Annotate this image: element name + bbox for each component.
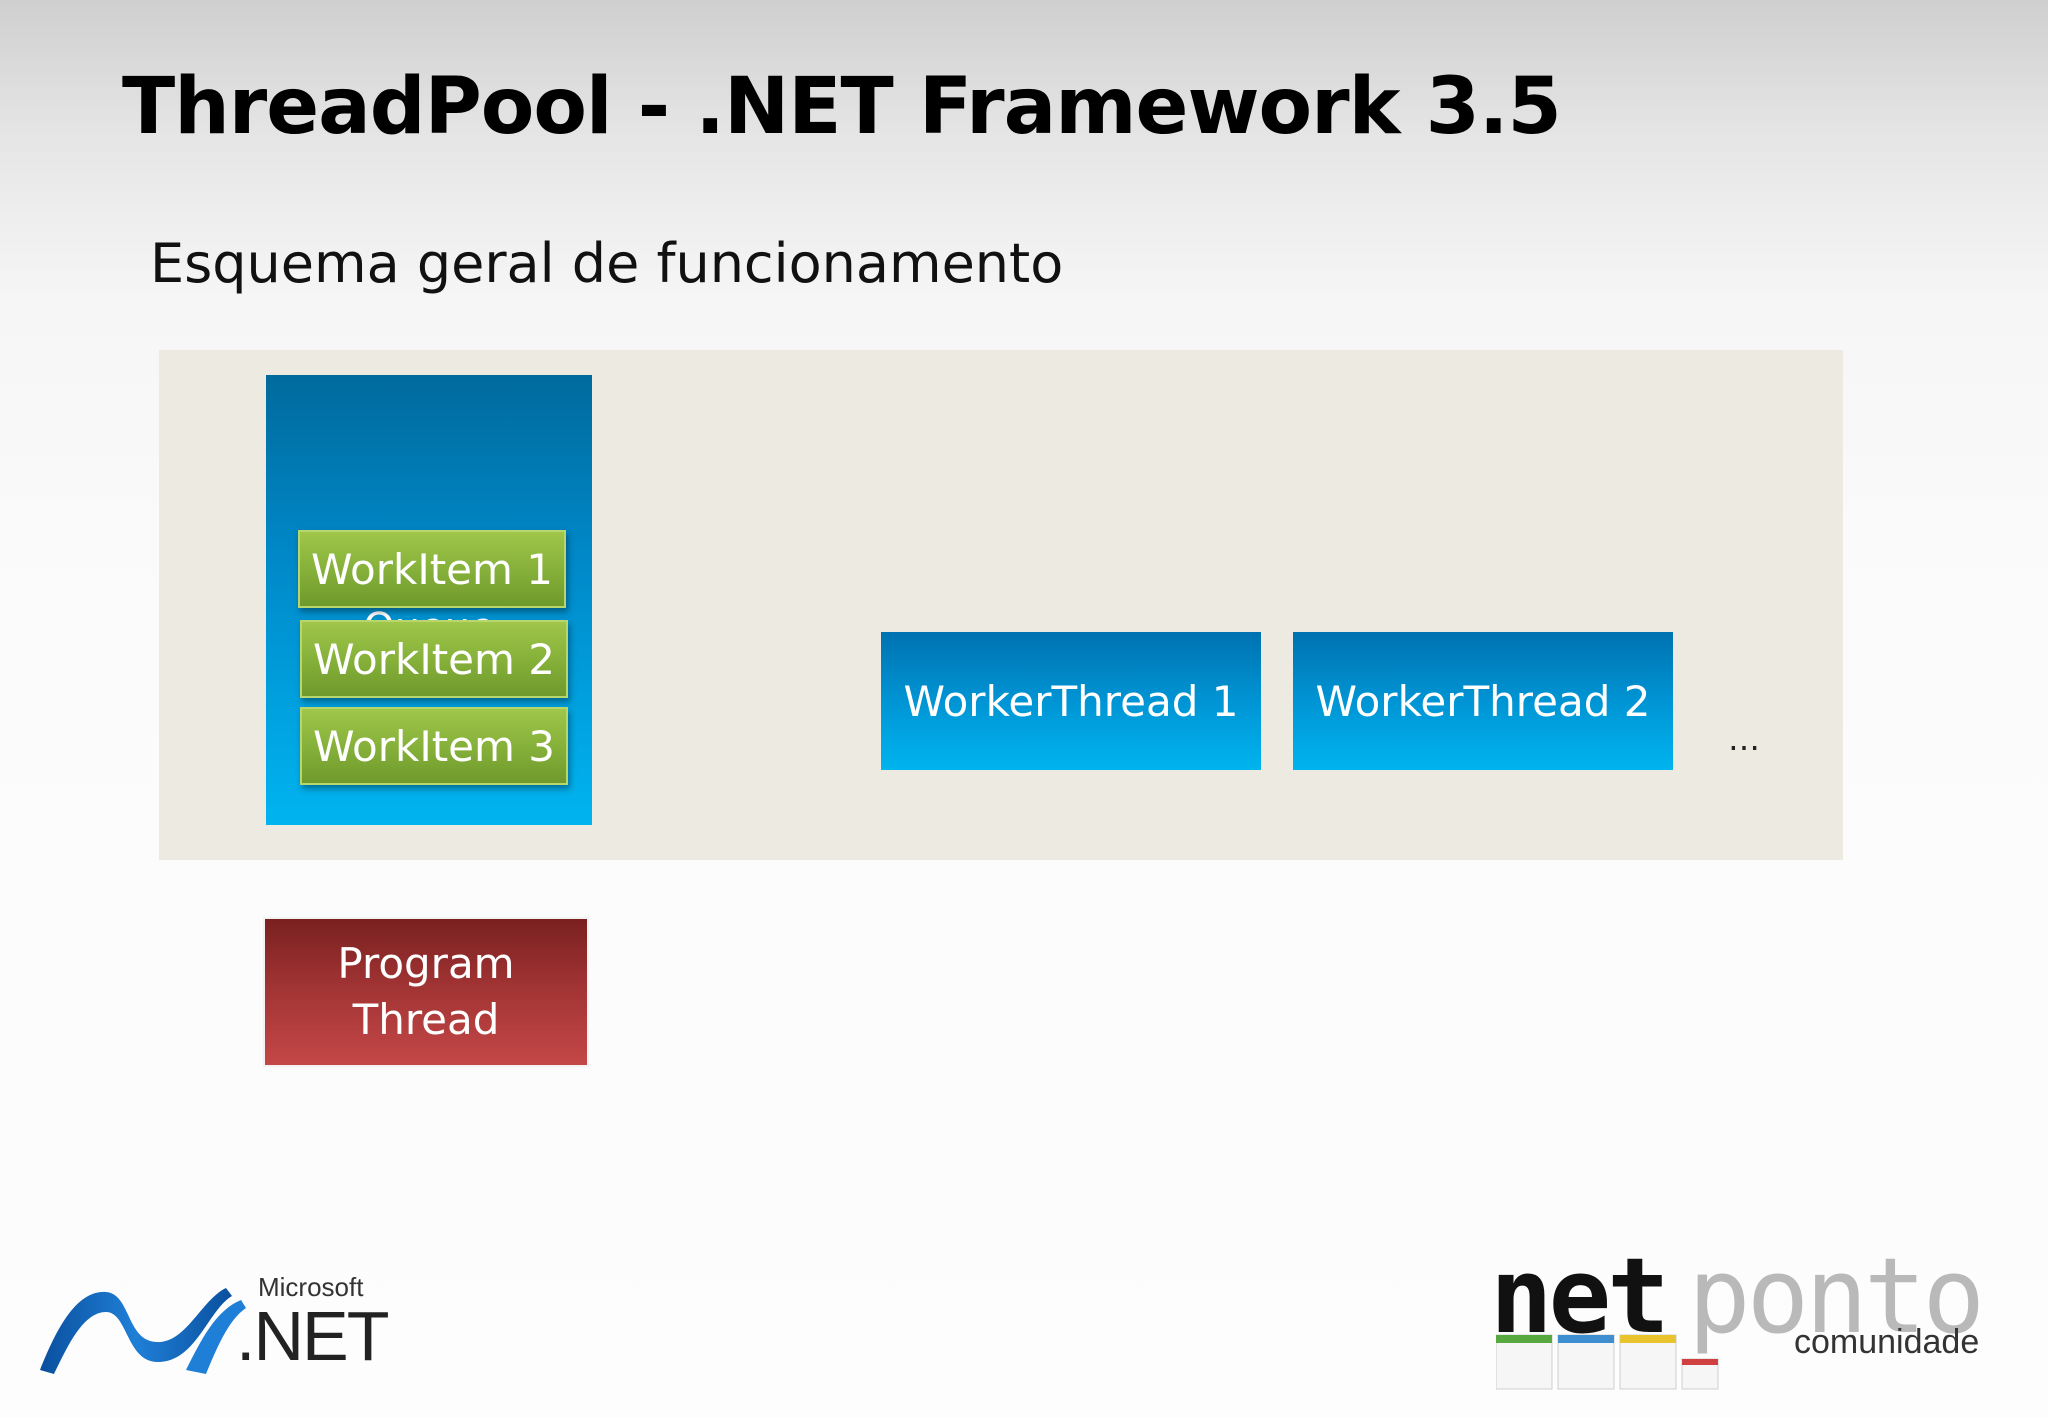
worker-thread-2: WorkerThread 2: [1293, 632, 1673, 770]
slide-title: ThreadPool - .NET Framework 3.5: [122, 62, 1562, 152]
netponto-ponto-word: ponto: [1688, 1235, 1985, 1357]
program-thread: Program Thread: [263, 917, 589, 1067]
slide-subtitle: Esquema geral de funcionamento: [150, 232, 1064, 295]
worker-thread-1: WorkerThread 1: [881, 632, 1261, 770]
workitem-1: WorkItem 1: [298, 530, 566, 608]
netponto-logo: net ponto comunidade: [1490, 1235, 2010, 1395]
net-wordmark: .NET: [236, 1297, 389, 1375]
microsoft-wordmark: Microsoft: [258, 1272, 364, 1302]
workitem-3: WorkItem 3: [300, 707, 568, 785]
program-thread-line-1: Program: [337, 939, 515, 988]
netponto-tagline: comunidade: [1794, 1323, 1980, 1361]
more-threads-ellipsis: …: [1728, 720, 1760, 758]
program-thread-line-2: Thread: [352, 995, 500, 1044]
workitem-2: WorkItem 2: [300, 620, 568, 698]
microsoft-net-logo: Microsoft .NET: [36, 1270, 396, 1380]
